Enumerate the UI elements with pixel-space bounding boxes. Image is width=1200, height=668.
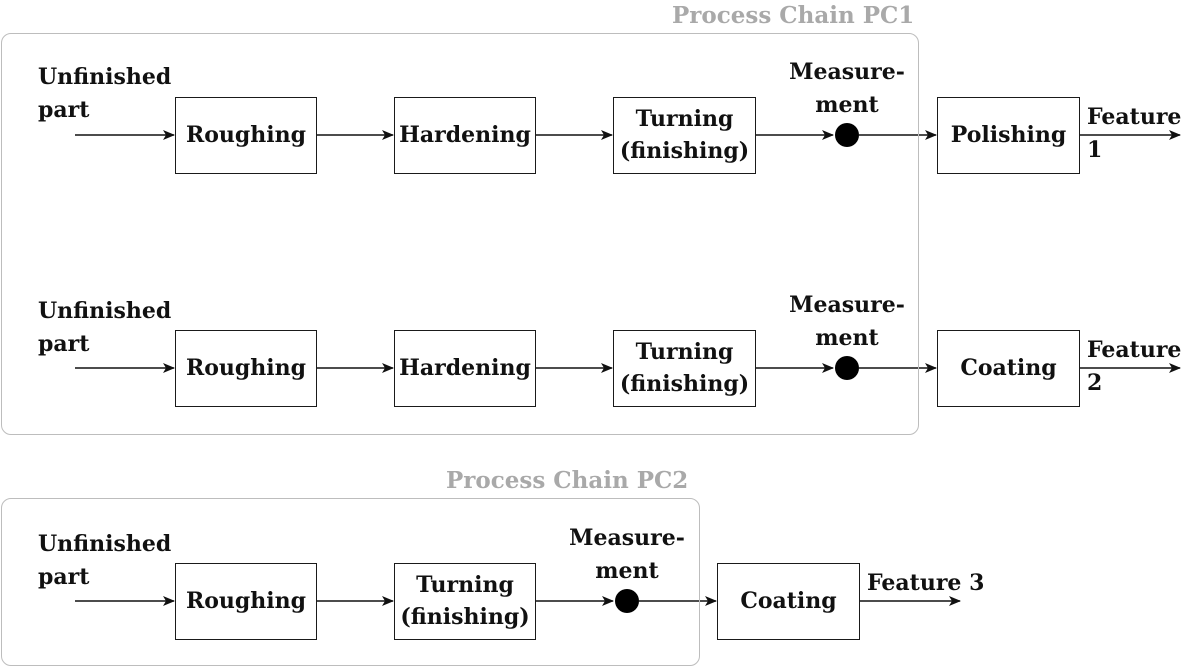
step-polishing: Polishing bbox=[937, 97, 1080, 174]
output-label: Feature 1 bbox=[1087, 104, 1182, 163]
process-chain-pc2-frame bbox=[1, 498, 700, 666]
step-hardening: Hardening bbox=[394, 330, 536, 407]
input-label: Unfinished part bbox=[38, 64, 172, 123]
process-chain-pc1-frame bbox=[1, 33, 919, 435]
step-roughing: Roughing bbox=[175, 330, 317, 407]
step-turning-finishing: Turning (finishing) bbox=[613, 97, 756, 174]
measurement-point bbox=[615, 589, 639, 613]
measurement-label: Measure- ment bbox=[569, 525, 685, 584]
step-roughing: Roughing bbox=[175, 97, 317, 174]
measurement-point bbox=[835, 123, 859, 147]
process-chain-pc1-title: Process Chain PC1 bbox=[668, 2, 919, 29]
input-label: Unfinished part bbox=[38, 531, 172, 590]
step-hardening: Hardening bbox=[394, 97, 536, 174]
measurement-label: Measure- ment bbox=[789, 292, 905, 351]
step-coating: Coating bbox=[717, 563, 860, 640]
step-turning-finishing: Turning (finishing) bbox=[394, 563, 536, 640]
step-coating: Coating bbox=[937, 330, 1080, 407]
process-chain-pc2-title: Process Chain PC2 bbox=[442, 467, 693, 494]
step-roughing: Roughing bbox=[175, 563, 317, 640]
step-turning-finishing: Turning (finishing) bbox=[613, 330, 756, 407]
input-label: Unfinished part bbox=[38, 298, 172, 357]
measurement-label: Measure- ment bbox=[789, 59, 905, 118]
output-label: Feature 2 bbox=[1087, 337, 1182, 396]
output-label: Feature 3 bbox=[867, 570, 985, 596]
measurement-point bbox=[835, 356, 859, 380]
